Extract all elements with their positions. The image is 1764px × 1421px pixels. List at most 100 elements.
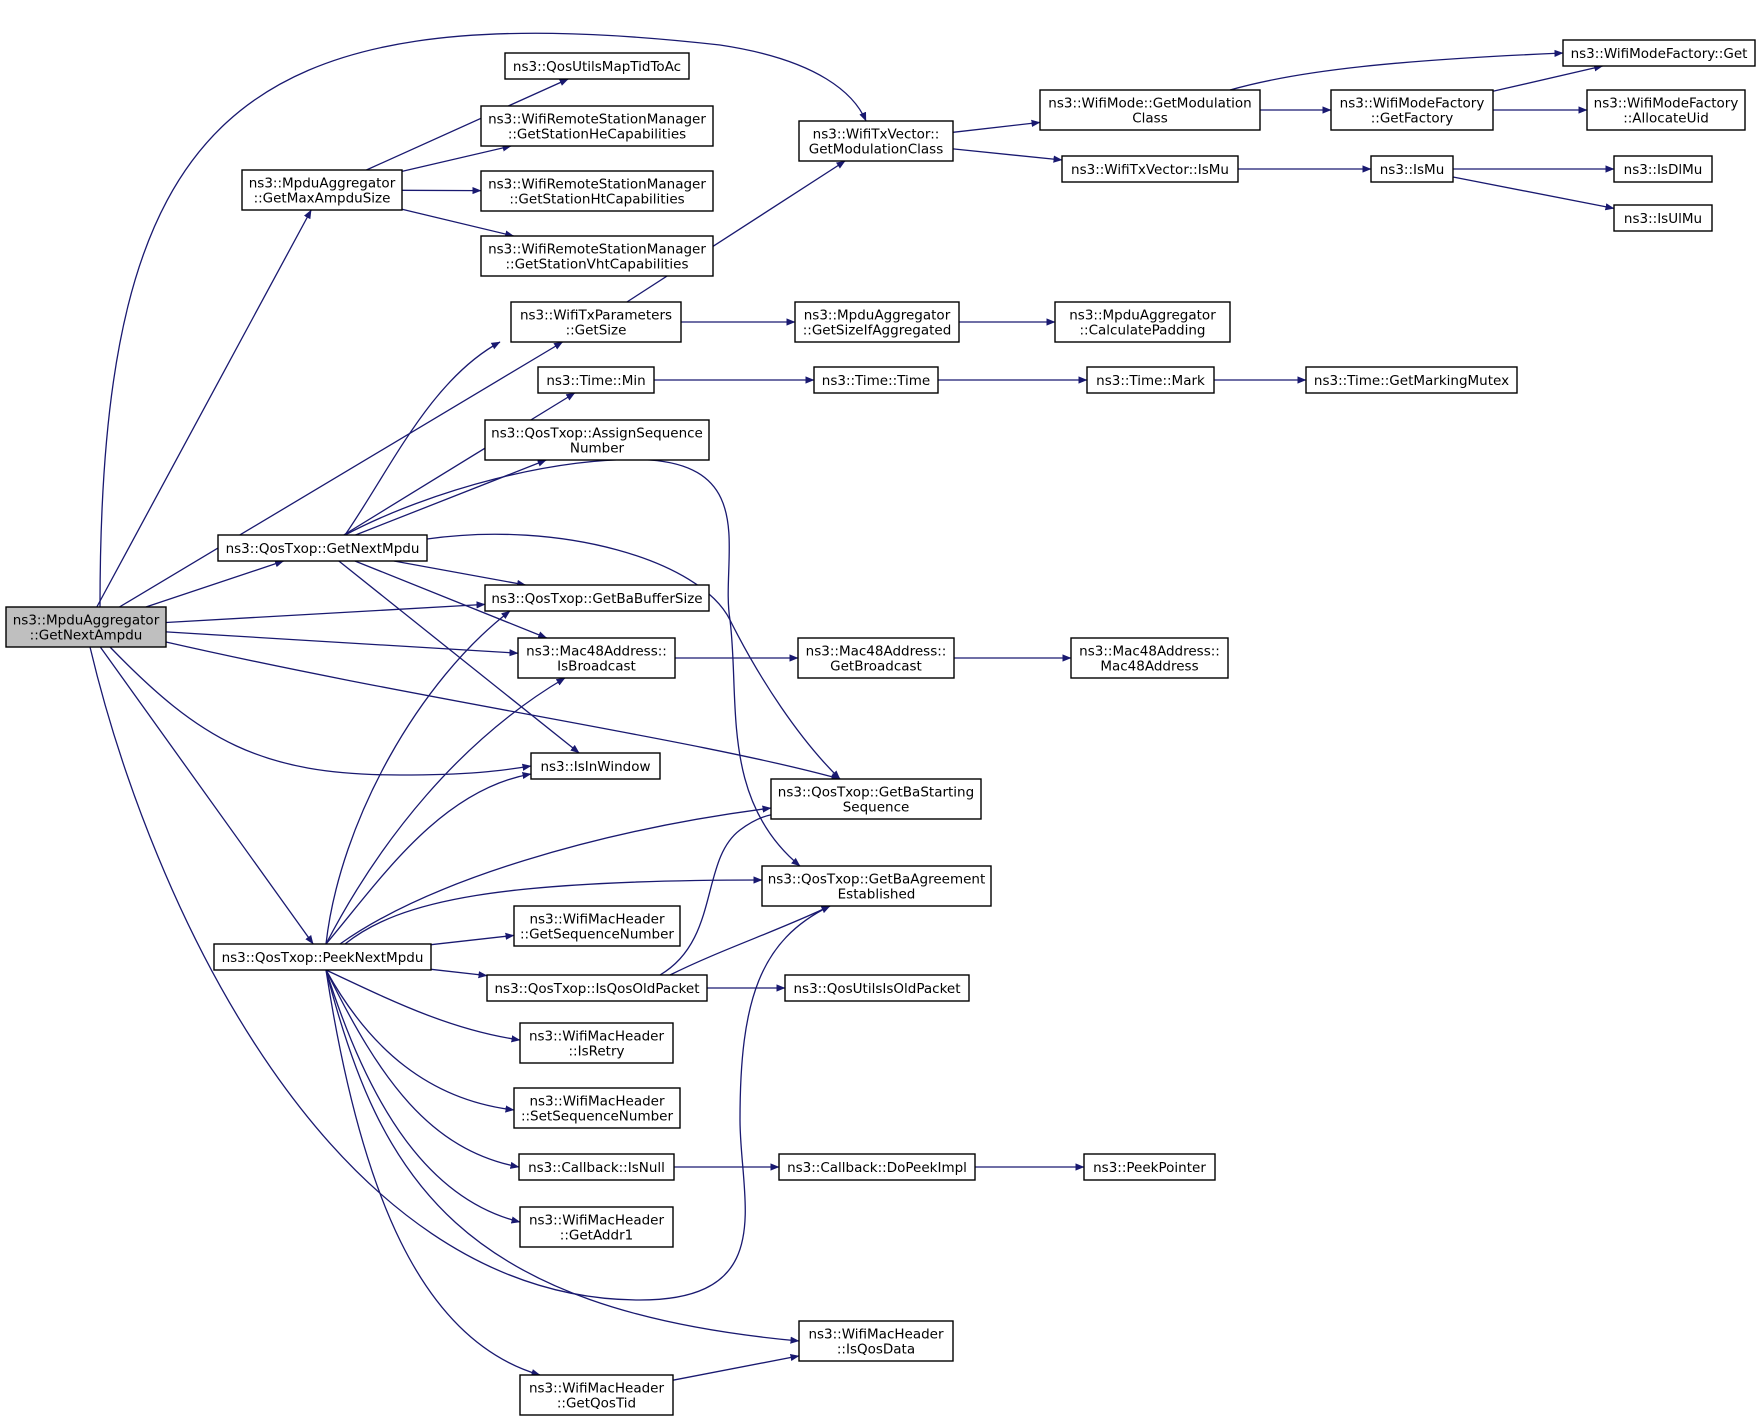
edge-getNextMpdu-to-isInWindow [338,560,580,754]
node-root[interactable]: ns3::MpduAggregator::GetNextAmpdu [5,606,167,648]
node-modeFactoryGetFactory[interactable]: ns3::WifiModeFactory::GetFactory [1330,89,1494,131]
node-box [1086,366,1215,394]
edge-peekNextMpdu-to-isBroadcast [325,677,566,945]
node-timeTime[interactable]: ns3::Time::Time [813,366,939,394]
edge-root-to-getNextMpdu [145,560,285,608]
node-getSizeIfAggregated[interactable]: ns3::MpduAggregator::GetSizeIfAggregated [794,301,960,343]
node-box [530,752,661,780]
node-label: ns3::QosTxop::GetBaAgreement [768,872,986,888]
node-getNextMpdu[interactable]: ns3::QosTxop::GetNextMpdu [217,534,428,562]
node-modeModClass[interactable]: ns3::WifiMode::GetModulationClass [1039,89,1261,131]
node-isDlMu[interactable]: ns3::IsDlMu [1613,155,1713,183]
edge-getNextMpdu-to-getBaStartingSeq [426,533,841,780]
node-box [778,1153,976,1181]
node-label: ns3::WifiModeFactory [1594,96,1739,112]
node-callbackIsNull[interactable]: ns3::Callback::IsNull [518,1153,675,1181]
node-getBaBufferSize[interactable]: ns3::QosTxop::GetBaBufferSize [484,584,710,612]
node-timeMark[interactable]: ns3::Time::Mark [1086,366,1215,394]
node-label: ns3::Callback::DoPeekImpl [787,1160,967,1176]
node-box [770,778,982,820]
node-isUlMu[interactable]: ns3::IsUlMu [1613,204,1713,232]
node-qosUtilsMapTidToAc[interactable]: ns3::QosUtilsMapTidToAc [504,52,690,80]
node-label: ns3::IsUlMu [1624,211,1702,227]
node-label: ::GetSizeIfAggregated [803,323,952,339]
node-box [761,865,992,907]
node-label: ns3::Mac48Address:: [1079,644,1220,660]
node-label: Class [1132,111,1168,127]
node-isBroadcast[interactable]: ns3::Mac48Address::IsBroadcast [517,637,676,679]
node-label: ns3::WifiTxParameters [520,308,672,324]
node-box [1039,89,1261,131]
node-label: ns3::Time::Min [546,373,645,389]
node-label: ::IsRetry [568,1044,624,1060]
node-label: ns3::WifiMacHeader [529,1381,665,1397]
node-macHdrIsRetry[interactable]: ns3::WifiMacHeader::IsRetry [519,1022,674,1064]
node-label: ::GetAddr1 [560,1228,633,1244]
node-box [784,974,970,1002]
node-txVectorModClass[interactable]: ns3::WifiTxVector::GetModulationClass [798,120,954,162]
edge-root-to-isBroadcast [165,631,519,657]
node-peekNextMpdu[interactable]: ns3::QosTxop::PeekNextMpdu [213,943,432,971]
node-label: ns3::Time::GetMarkingMutex [1314,373,1509,389]
node-timeMin[interactable]: ns3::Time::Min [537,366,655,394]
edge-getNextMpdu-to-assignSeq [355,459,547,536]
node-label: GetBroadcast [830,659,922,675]
node-box [1305,366,1518,394]
node-callbackDoPeek[interactable]: ns3::Callback::DoPeekImpl [778,1153,976,1181]
edge-root-to-txVectorModClass [99,32,867,608]
node-macHdrSetSeq[interactable]: ns3::WifiMacHeader::SetSequenceNumber [513,1087,681,1129]
node-macHdrIsQosData[interactable]: ns3::WifiMacHeader::IsQosData [798,1320,954,1362]
node-box [1083,1153,1216,1181]
node-box [798,120,954,162]
node-label: ::GetStationHeCapabilities [508,127,686,143]
edge-getMaxAmpduSize-to-getStationHe [401,144,512,173]
node-box [241,169,403,211]
node-getStationVht[interactable]: ns3::WifiRemoteStationManager::GetStatio… [480,235,714,277]
edge-peekNextMpdu-to-getBaBufferSize [325,610,511,945]
node-calculatePadding[interactable]: ns3::MpduAggregator::CalculatePadding [1054,301,1231,343]
edge-isMu-to-isUlMu [1452,176,1615,211]
node-txVectorIsMu[interactable]: ns3::WifiTxVector::IsMu [1061,155,1239,183]
node-label: ns3::MpduAggregator [13,613,160,629]
node-isInWindow[interactable]: ns3::IsInWindow [530,752,661,780]
node-modeFactoryAllocateUid[interactable]: ns3::WifiModeFactory::AllocateUid [1586,89,1746,131]
node-label: ::GetStationVhtCapabilities [506,257,689,273]
edge-root-to-txParamsGetSize [119,341,563,608]
node-box [486,974,708,1002]
node-getStationHt[interactable]: ns3::WifiRemoteStationManager::GetStatio… [480,170,714,212]
edge-peekNextMpdu-to-macHdrGetQosTid [325,969,541,1377]
node-box [797,637,955,679]
node-box [1330,89,1494,131]
node-timeMutex[interactable]: ns3::Time::GetMarkingMutex [1305,366,1518,394]
node-getStationHe[interactable]: ns3::WifiRemoteStationManager::GetStatio… [480,105,714,147]
node-modeFactoryGet[interactable]: ns3::WifiModeFactory::Get [1562,39,1756,67]
node-isMu[interactable]: ns3::IsMu [1370,155,1454,183]
node-label: ::GetQosTid [557,1396,636,1412]
node-isQosOldPacket[interactable]: ns3::QosTxop::IsQosOldPacket [486,974,708,1002]
node-peekPointer[interactable]: ns3::PeekPointer [1083,1153,1216,1181]
node-label: ns3::QosTxop::PeekNextMpdu [222,950,424,966]
node-mac48Ctor[interactable]: ns3::Mac48Address::Mac48Address [1070,637,1229,679]
node-label: ns3::WifiRemoteStationManager [488,112,706,128]
node-label: ns3::WifiTxVector::IsMu [1071,162,1229,178]
node-qosUtilsIsOld[interactable]: ns3::QosUtilsIsOldPacket [784,974,970,1002]
node-macHdrGetQosTid[interactable]: ns3::WifiMacHeader::GetQosTid [519,1374,674,1416]
node-label: ::GetNextAmpdu [30,628,143,644]
node-macHdrGetAddr1[interactable]: ns3::WifiMacHeader::GetAddr1 [519,1206,674,1248]
node-getBroadcast[interactable]: ns3::Mac48Address::GetBroadcast [797,637,955,679]
node-box [519,1206,674,1248]
node-getMaxAmpduSize[interactable]: ns3::MpduAggregator::GetMaxAmpduSize [241,169,403,211]
edge-txParamsGetSize-to-txVectorModClass [626,160,846,303]
node-box [798,1320,954,1362]
edge-root-to-getBaStartingSeq [165,641,841,781]
node-label: ns3::QosUtilsIsOldPacket [793,981,960,997]
node-box [1061,155,1239,183]
node-macHdrGetSeq[interactable]: ns3::WifiMacHeader::GetSequenceNumber [513,905,681,947]
node-txParamsGetSize[interactable]: ns3::WifiTxParameters::GetSize [510,301,682,343]
edge-peekNextMpdu-to-macHdrIsQosData [325,969,800,1344]
node-label: ns3::Callback::IsNull [528,1160,665,1176]
